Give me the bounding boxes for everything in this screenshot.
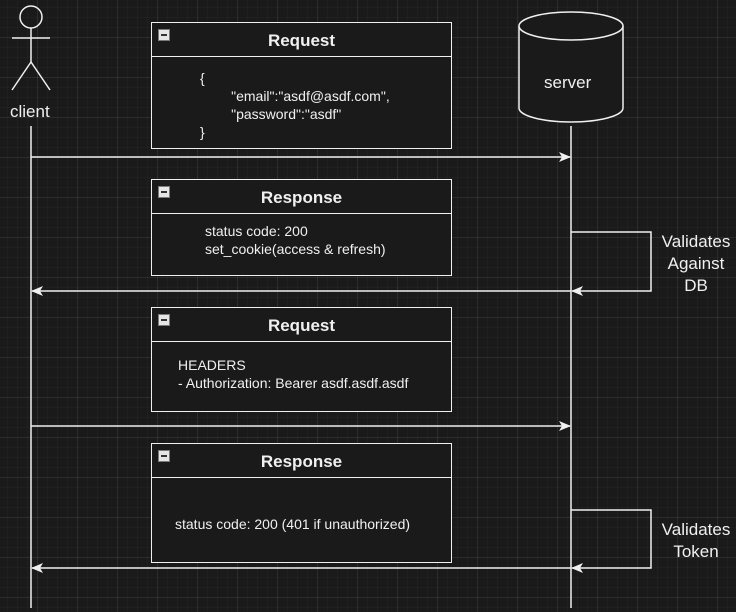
server-database-icon[interactable] [518, 11, 624, 123]
collapse-icon[interactable] [158, 186, 170, 198]
collapse-icon[interactable] [158, 29, 170, 41]
client-label: client [10, 102, 50, 121]
collapse-icon[interactable] [158, 450, 170, 462]
response-status-text: status code: 200 (401 if unauthorized) [175, 516, 411, 532]
client-actor-icon[interactable] [11, 5, 51, 91]
response-box-authorized[interactable]: Response status code: 200 (401 if unauth… [151, 443, 452, 563]
box-header[interactable]: Response [152, 180, 451, 214]
server-label: server [544, 73, 592, 92]
box-header[interactable]: Request [152, 308, 451, 342]
request-headers-text: HEADERS - Authorization: Bearer asdf.asd… [178, 357, 409, 391]
self-loop-validate-token[interactable] [571, 509, 652, 573]
collapse-icon[interactable] [158, 314, 170, 326]
note-validates-token: Validates Token [661, 520, 731, 561]
box-title: Response [260, 188, 343, 207]
note-validates-against-db: Validates Against DB [661, 232, 731, 295]
response-body-text: status code: 200 set_cookie(access & ref… [205, 223, 386, 257]
box-title: Request [267, 31, 336, 50]
box-header[interactable]: Response [152, 444, 451, 478]
box-title: Response [260, 452, 343, 471]
request-box-authorized[interactable]: Request HEADERS - Authorization: Bearer … [151, 307, 452, 412]
box-title: Request [267, 316, 336, 335]
request-body-json: { "email":"asdf@asdf.com", "password":"a… [200, 70, 390, 140]
response-box-login[interactable]: Response status code: 200 set_cookie(acc… [151, 179, 452, 276]
box-header[interactable]: Request [152, 23, 451, 57]
request-box-login[interactable]: Request { "email":"asdf@asdf.com", "pass… [151, 22, 452, 149]
self-loop-validate-db[interactable] [571, 231, 652, 296]
